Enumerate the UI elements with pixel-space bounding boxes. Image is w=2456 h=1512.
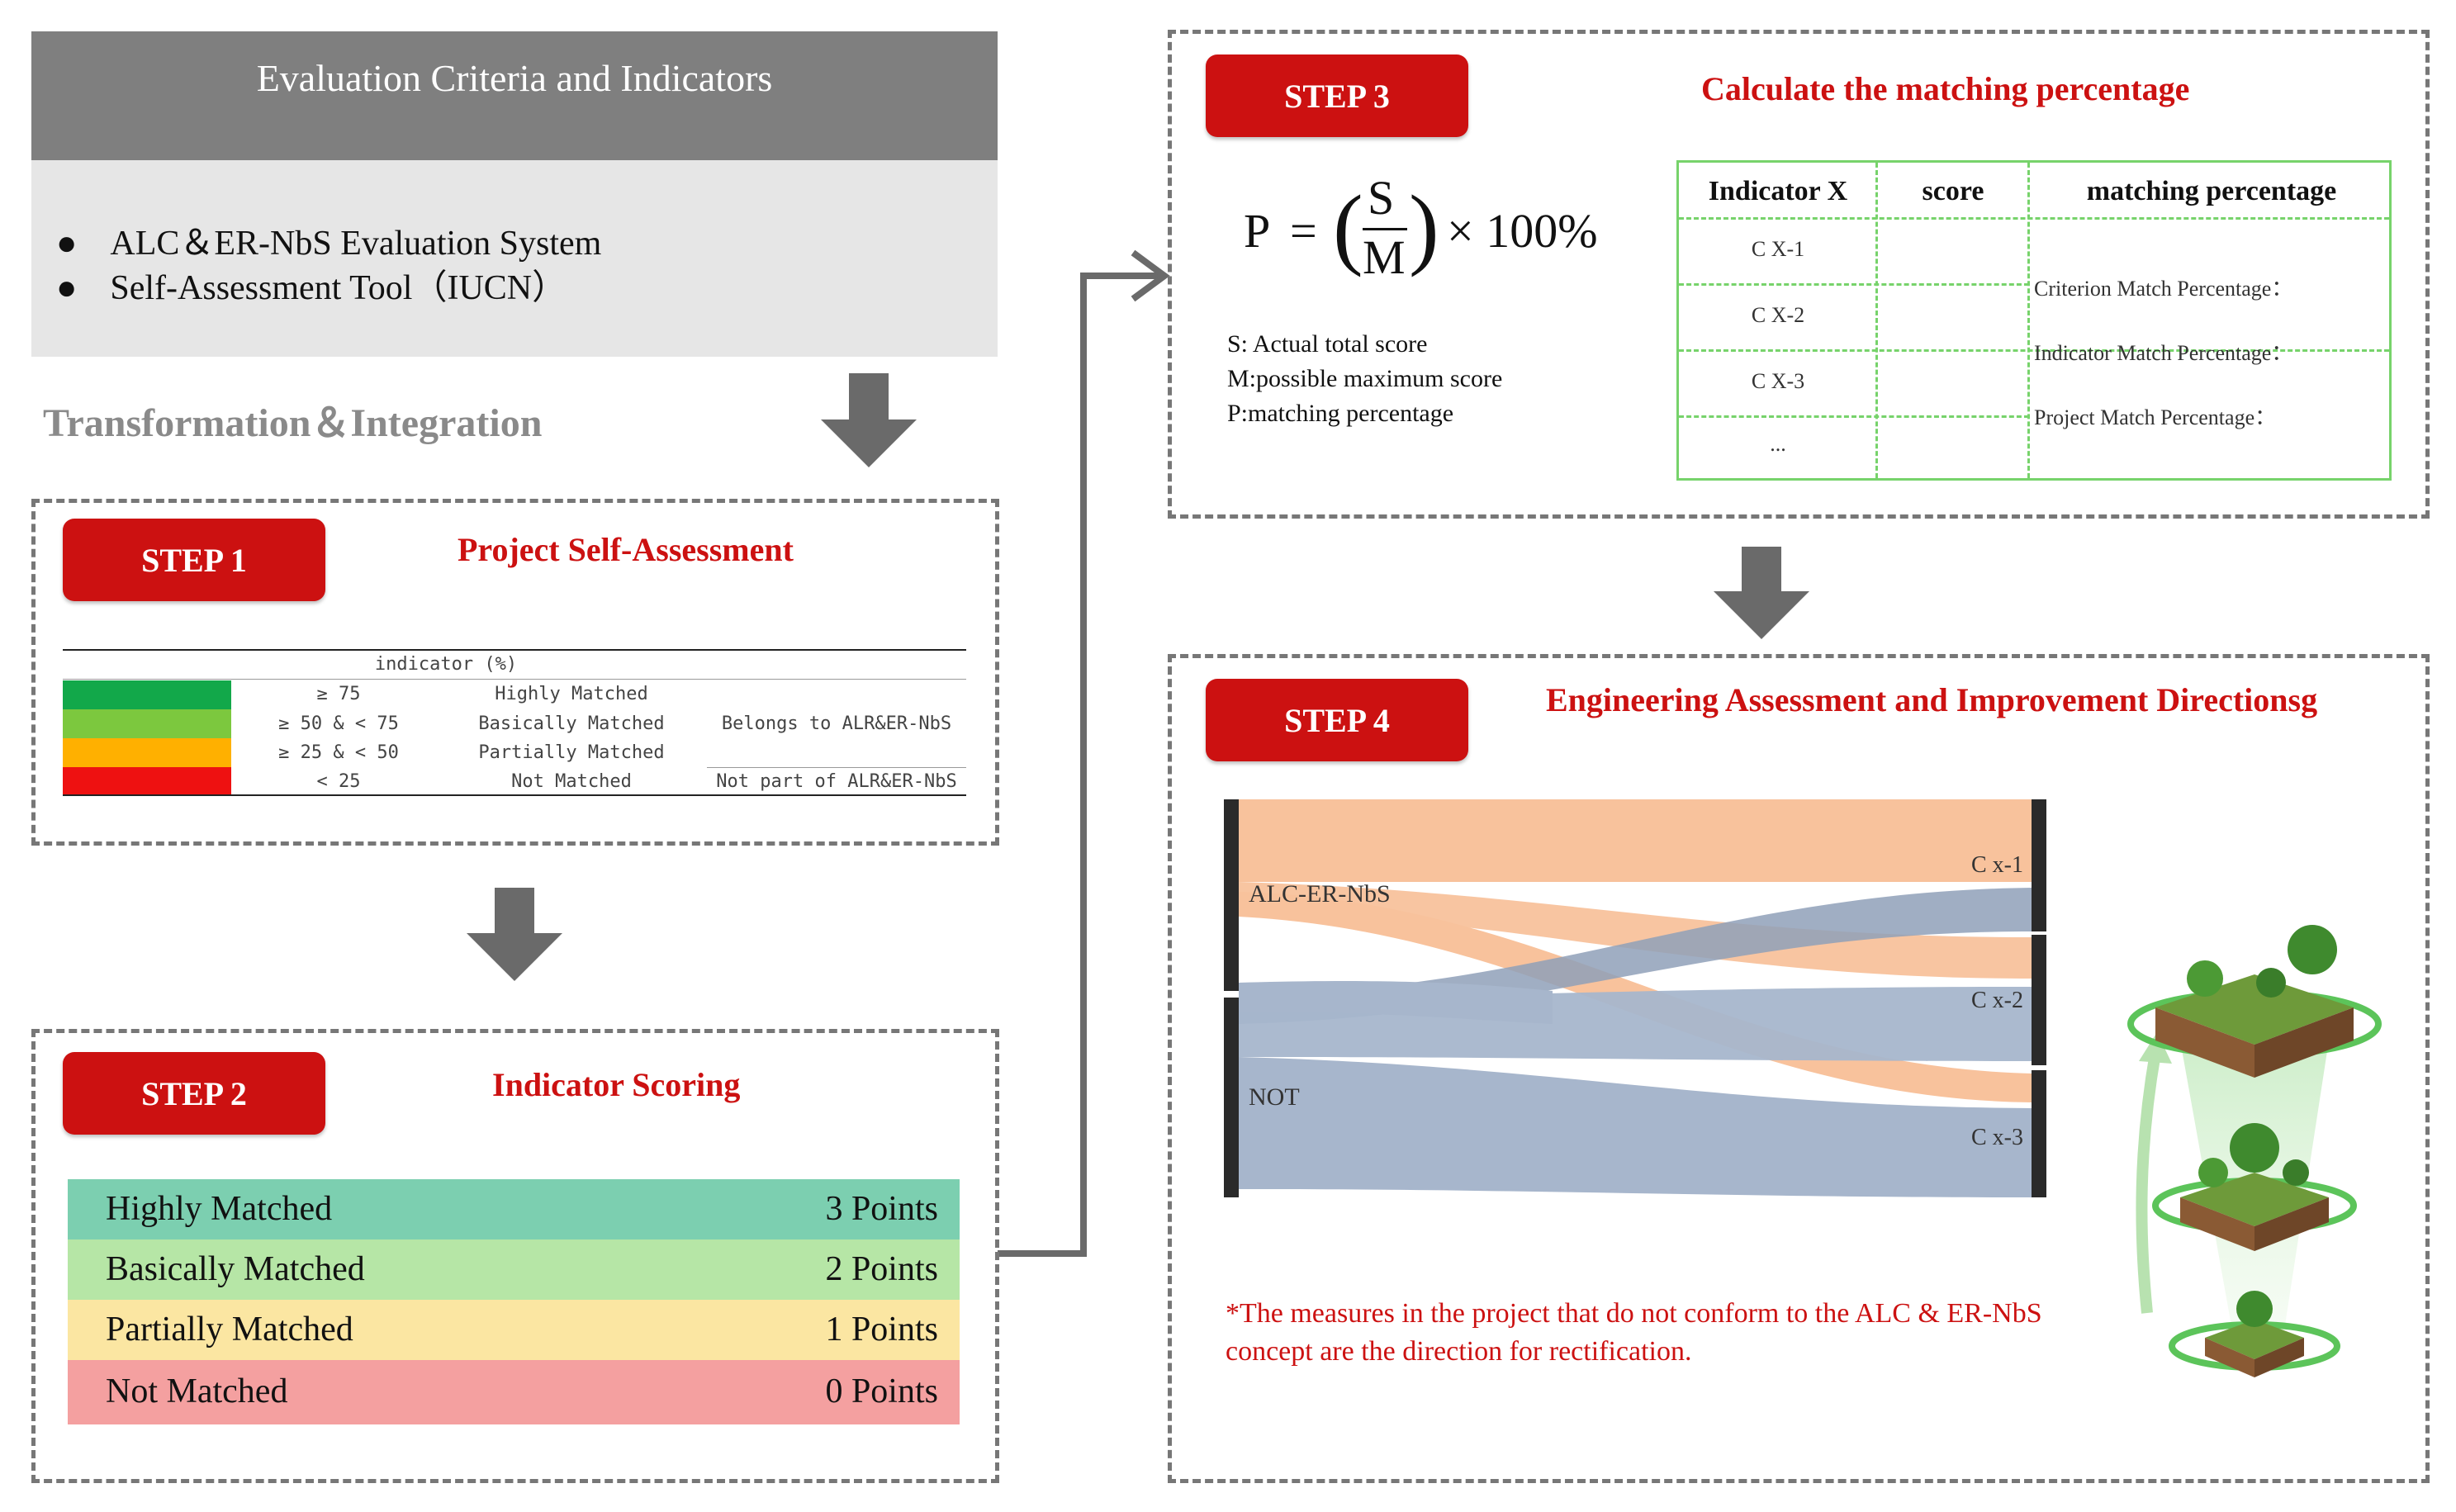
sankey-label: C x-3 <box>1971 1125 2023 1150</box>
node-not <box>1224 998 1239 1197</box>
score-row: Not Matched 0 Points <box>68 1360 960 1424</box>
step3-title: Calculate the matching percentage <box>1701 70 2190 107</box>
not-part-cell: Not part of ALR&ER-NbS <box>716 771 957 792</box>
formula: P = ( S M ) × 100% <box>1244 171 1598 284</box>
flow-not-top <box>1239 981 1553 1024</box>
node-cx3 <box>2032 1070 2046 1197</box>
step3-button[interactable]: STEP 3 <box>1206 55 1468 137</box>
bullet-icon: ● <box>56 269 78 307</box>
belongs-cell: Belongs to ALR&ER-NbS <box>721 713 952 734</box>
rectification-note: *The measures in the project that do not… <box>1226 1298 2042 1367</box>
match-cell: Highly Matched <box>495 684 648 704</box>
flow-not-cx3 <box>1239 1057 2032 1197</box>
step3-panel <box>1168 30 2430 519</box>
sankey-label: ALC-ER-NbS <box>1249 880 1391 908</box>
step1-button[interactable]: STEP 1 <box>63 519 325 601</box>
step4-button[interactable]: STEP 4 <box>1206 679 1468 761</box>
criteria-header <box>31 31 998 160</box>
range-cell: < 25 <box>316 771 361 792</box>
landscape-illustration <box>2127 925 2382 1377</box>
step4-panel <box>1168 654 2430 1483</box>
range-cell: ≥ 25 & < 50 <box>278 742 399 763</box>
node-cx2 <box>2032 935 2046 1065</box>
criteria-body <box>31 160 998 357</box>
criteria-item-1: ●ALC＆ER-NbS Evaluation System <box>56 225 602 263</box>
color-swatch <box>63 680 231 709</box>
criteria-title: Evaluation Criteria and Indicators <box>256 57 773 99</box>
sankey-label: NOT <box>1249 1083 1300 1111</box>
step1-panel <box>31 499 999 846</box>
bullet-icon: ● <box>56 225 78 263</box>
score-row: Highly Matched 3 Points <box>68 1179 960 1239</box>
node-alc <box>1224 799 1239 991</box>
transform-label: Transformation＆Integration <box>43 401 543 445</box>
flow-alc-cx1 <box>1239 799 2032 882</box>
step2-title: Indicator Scoring <box>492 1066 741 1103</box>
match-table: Indicator X score matching percentage C … <box>1676 160 2392 481</box>
formula-legend: S: Actual total score M:possible maximum… <box>1227 330 1503 427</box>
step2-button[interactable]: STEP 2 <box>63 1052 325 1135</box>
step1-title: Project Self-Assessment <box>458 531 794 568</box>
node-cx1 <box>2032 799 2046 931</box>
match-cell: Partially Matched <box>478 742 665 763</box>
indicator-header: indicator (%) <box>374 654 518 675</box>
flow-alc-cx2 <box>1239 882 2032 979</box>
sankey-label: C x-1 <box>1971 852 2023 878</box>
criteria-item-2: ●Self-Assessment Tool（IUCN） <box>56 269 567 307</box>
step4-title: Engineering Assessment and Improvement D… <box>1546 681 2318 718</box>
match-cell: Basically Matched <box>478 713 665 734</box>
step1-table: indicator (%) ≥ 75 ≥ 50 & < 75 ≥ 25 & < … <box>63 649 966 796</box>
color-swatch <box>63 738 231 767</box>
sankey-diagram: ALC-ER-NbS NOT C x-1 C x-2 C x-3 <box>1224 799 2046 1197</box>
step2-panel <box>31 1029 999 1483</box>
score-row: Partially Matched 1 Points <box>68 1300 960 1360</box>
match-cell: Not Matched <box>511 771 632 792</box>
range-cell: ≥ 50 & < 75 <box>278 713 399 734</box>
score-row: Basically Matched 2 Points <box>68 1239 960 1300</box>
range-cell: ≥ 75 <box>316 684 361 704</box>
color-swatch <box>63 767 231 794</box>
sankey-label: C x-2 <box>1971 988 2023 1013</box>
color-swatch <box>63 709 231 738</box>
